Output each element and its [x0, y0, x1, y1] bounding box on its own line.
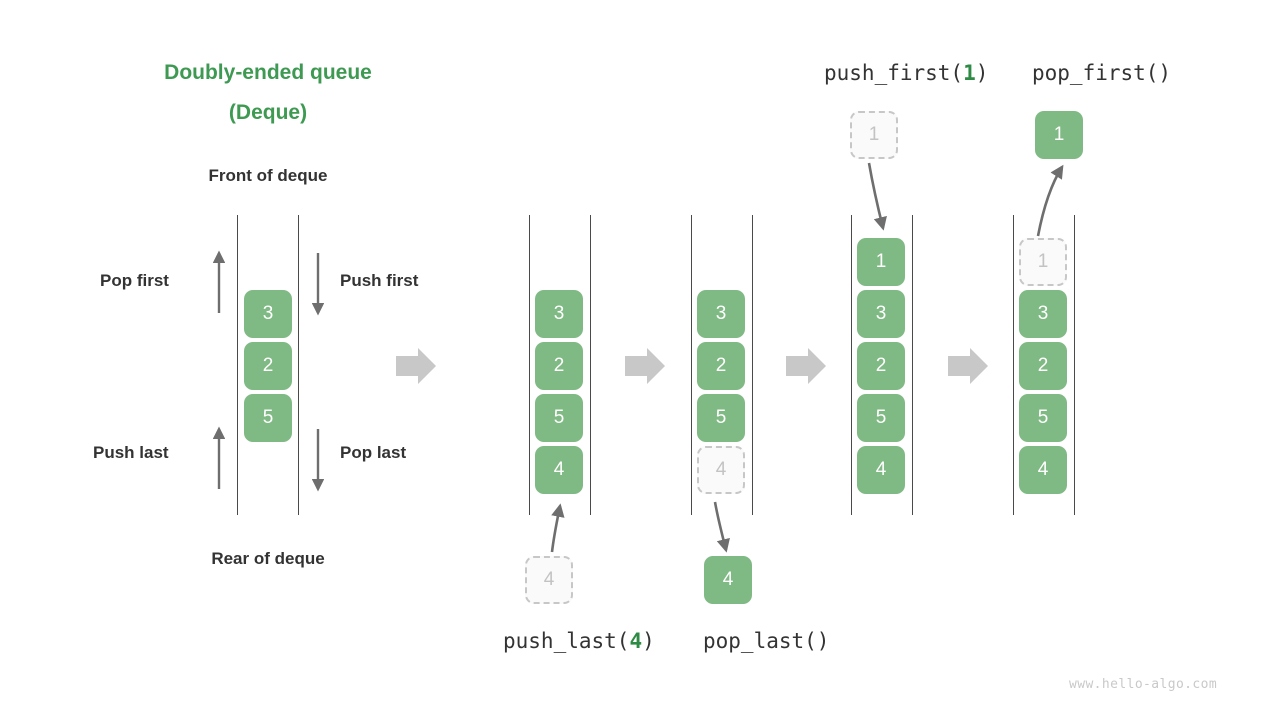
rail-col1-left — [237, 215, 238, 515]
deque-cell: 4 — [857, 446, 905, 494]
page-title-line2: (Deque) — [228, 101, 308, 124]
deque-cell: 3 — [857, 290, 905, 338]
rail-col1-right — [298, 215, 299, 515]
deque-cell: 3 — [697, 290, 745, 338]
rail-col4-right — [912, 215, 913, 515]
deque-cell: 5 — [857, 394, 905, 442]
pop-last-label: Pop last — [340, 443, 407, 462]
incoming-cell-push-last: 4 — [525, 556, 573, 604]
outgoing-cell-pop-first: 1 — [1035, 111, 1083, 159]
push-first-argument: 1 — [963, 61, 976, 85]
rail-col4-left — [851, 215, 852, 515]
rail-col2-left — [529, 215, 530, 515]
deque-cell: 4 — [535, 446, 583, 494]
page-title-line1: Doubly-ended queue — [164, 61, 372, 84]
push-first-label: Push first — [340, 271, 419, 290]
deque-cell: 3 — [535, 290, 583, 338]
pop-first-operation-caption: pop_first() — [1032, 61, 1172, 85]
rail-col5-left — [1013, 215, 1014, 515]
deque-cell: 3 — [1019, 290, 1067, 338]
push-last-operation-caption: push_last(4) — [503, 629, 655, 653]
pop-first-flow-arrow-icon — [1036, 164, 1064, 237]
deque-cell: 4 — [1019, 446, 1067, 494]
push-last-label: Push last — [93, 443, 169, 462]
deque-cell-ghost: 1 — [1019, 238, 1067, 286]
push-last-flow-arrow-icon — [550, 503, 565, 553]
deque-cell-ghost: 4 — [697, 446, 745, 494]
push-first-operation-caption: push_first(1) — [824, 61, 988, 85]
deque-cell: 5 — [244, 394, 292, 442]
deque-cell: 1 — [857, 238, 905, 286]
push-first-fn-name: push_first( — [824, 61, 964, 85]
deque-cell: 2 — [1019, 342, 1067, 390]
outgoing-cell-pop-last: 4 — [704, 556, 752, 604]
pop-last-flow-arrow-icon — [713, 501, 730, 553]
push-first-flow-arrow-icon — [867, 162, 887, 231]
deque-cell: 2 — [535, 342, 583, 390]
front-of-deque-label: Front of deque — [208, 166, 328, 185]
rail-col3-right — [752, 215, 753, 515]
incoming-cell-push-first: 1 — [850, 111, 898, 159]
pop-first-label: Pop first — [100, 271, 169, 290]
deque-cell: 5 — [535, 394, 583, 442]
pop-last-operation-caption: pop_last() — [703, 629, 830, 653]
transition-arrow-icon-3 — [786, 348, 826, 384]
push-last-paren: ) — [642, 629, 655, 653]
rail-col3-left — [691, 215, 692, 515]
deque-cell: 3 — [244, 290, 292, 338]
rail-col2-right — [590, 215, 591, 515]
rear-of-deque-label: Rear of deque — [211, 549, 325, 568]
transition-arrow-icon-1 — [396, 348, 436, 384]
push-first-paren: ) — [975, 61, 989, 85]
deque-cell: 2 — [697, 342, 745, 390]
watermark: www.hello-algo.com — [1069, 677, 1218, 692]
deque-cell: 5 — [1019, 394, 1067, 442]
deque-cell: 5 — [697, 394, 745, 442]
push-last-fn-name: push_last( — [503, 629, 630, 653]
transition-arrow-icon-2 — [625, 348, 665, 384]
push-last-argument: 4 — [629, 629, 643, 653]
deque-cell: 2 — [244, 342, 292, 390]
rail-col5-right — [1074, 215, 1075, 515]
transition-arrow-icon-4 — [948, 348, 988, 384]
deque-cell: 2 — [857, 342, 905, 390]
